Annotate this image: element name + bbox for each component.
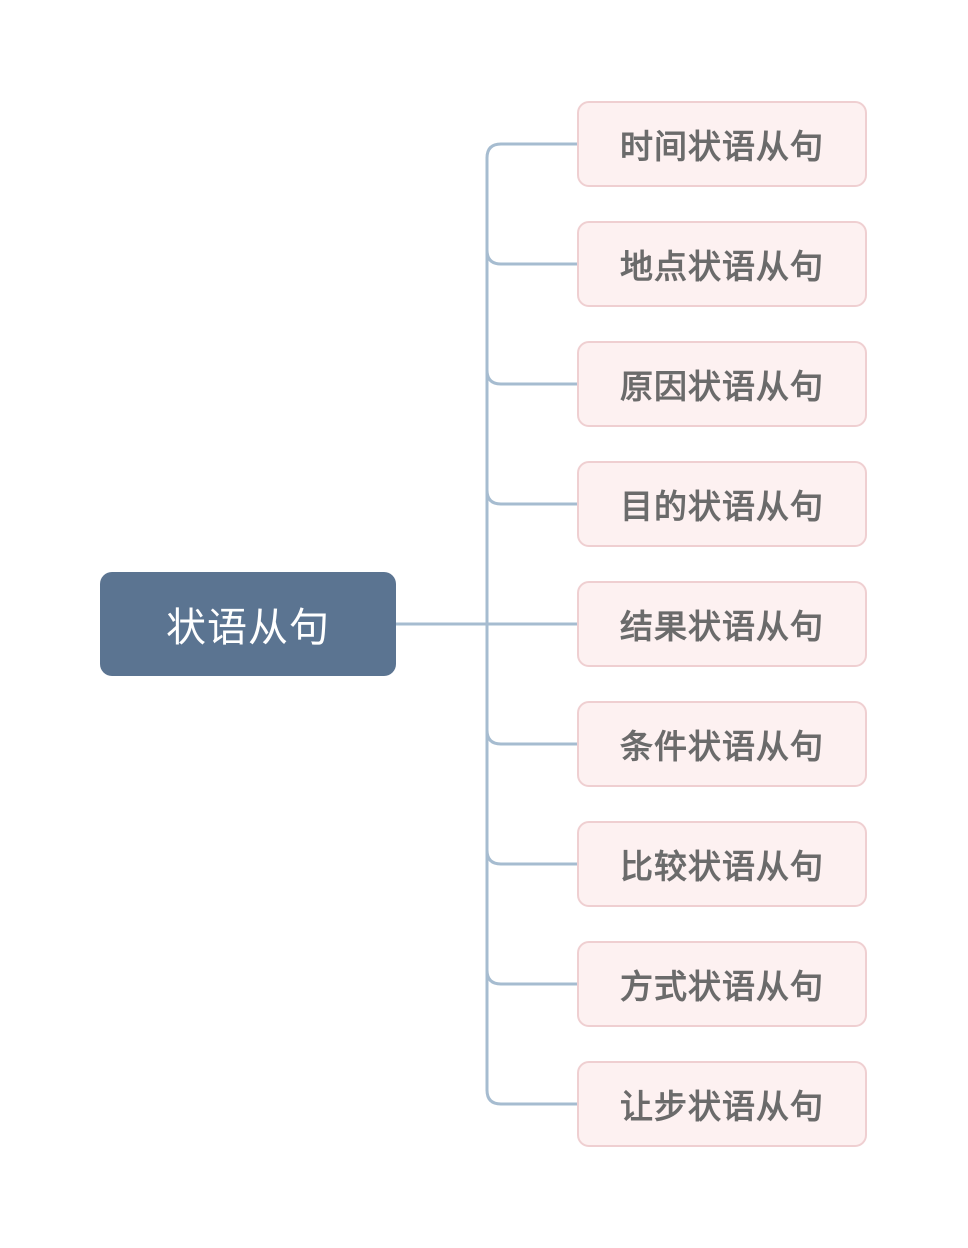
branch-node-purpose[interactable]: 目的状语从句 bbox=[577, 461, 867, 547]
branch-node-condition[interactable]: 条件状语从句 bbox=[577, 701, 867, 787]
branch-label: 条件状语从句 bbox=[620, 727, 824, 766]
branch-connector bbox=[485, 968, 579, 986]
root-label: 状语从句 bbox=[166, 605, 330, 651]
branch-label: 方式状语从句 bbox=[620, 967, 824, 1006]
branch-connector bbox=[485, 142, 579, 160]
branch-label: 地点状语从句 bbox=[620, 247, 824, 286]
branch-node-time[interactable]: 时间状语从句 bbox=[577, 101, 867, 187]
branch-node-manner[interactable]: 方式状语从句 bbox=[577, 941, 867, 1027]
branch-node-place[interactable]: 地点状语从句 bbox=[577, 221, 867, 307]
branch-label: 时间状语从句 bbox=[620, 127, 824, 166]
branch-connector bbox=[485, 848, 579, 866]
branch-connector bbox=[485, 728, 579, 746]
branch-node-reason[interactable]: 原因状语从句 bbox=[577, 341, 867, 427]
branch-connector bbox=[485, 248, 579, 266]
branch-label: 比较状语从句 bbox=[620, 847, 824, 886]
branch-node-comparison[interactable]: 比较状语从句 bbox=[577, 821, 867, 907]
branch-label: 结果状语从句 bbox=[620, 607, 824, 646]
branch-connector bbox=[485, 368, 579, 386]
branch-label: 原因状语从句 bbox=[620, 367, 824, 406]
branch-node-concession[interactable]: 让步状语从句 bbox=[577, 1061, 867, 1147]
root-node[interactable]: 状语从句 bbox=[100, 572, 396, 676]
branch-connector bbox=[485, 488, 579, 506]
branch-node-result[interactable]: 结果状语从句 bbox=[577, 581, 867, 667]
branch-label: 让步状语从句 bbox=[620, 1087, 824, 1126]
branch-label: 目的状语从句 bbox=[620, 487, 824, 526]
branch-connector bbox=[485, 1088, 579, 1106]
